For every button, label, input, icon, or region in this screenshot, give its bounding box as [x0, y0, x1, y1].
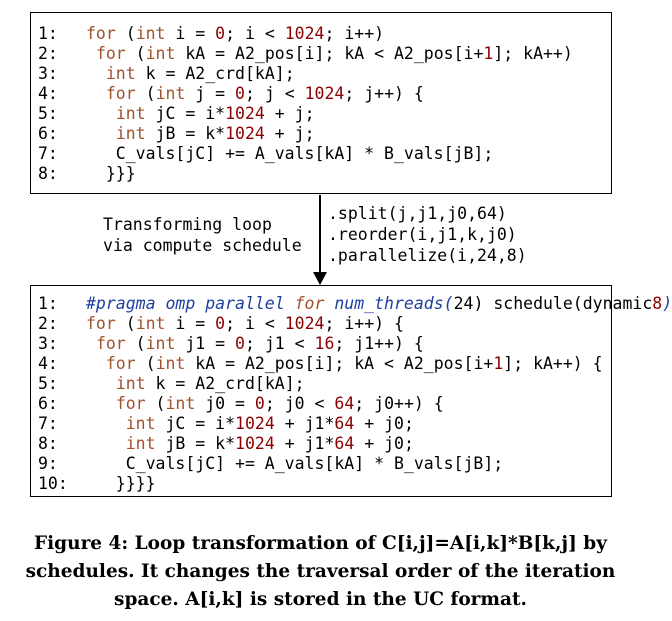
- code-before-line-number: 2:: [38, 44, 58, 63]
- code-after-box: [30, 285, 612, 497]
- code-before-line-code: int jB = k*1024 + j;: [115, 124, 315, 143]
- code-after-line-code: #pragma omp parallel for num_threads(24)…: [86, 294, 672, 313]
- code-before-line-code: C_vals[jC] += A_vals[kA] * B_vals[jB];: [86, 144, 494, 163]
- code-after-line-code: C_vals[jC] += A_vals[kA] * B_vals[jB];: [86, 454, 504, 473]
- code-after-line-code: int jB = k*1024 + j1*64 + j0;: [125, 434, 414, 453]
- code-after-line-code: for (int kA = A2_pos[i]; kA < A2_pos[i+1…: [105, 354, 603, 373]
- code-before-line-code: int k = A2_crd[kA];: [105, 64, 295, 83]
- code-after-line-number: 4:: [38, 354, 58, 373]
- code-after-line-number: 5:: [38, 374, 58, 393]
- code-after-line-number: 6:: [38, 394, 58, 413]
- code-after-line-number: 3:: [38, 334, 58, 353]
- code-after-line-code: }}}}: [86, 474, 156, 493]
- code-after-line-number: 2:: [38, 314, 58, 333]
- code-after-line-code: int jC = i*1024 + j1*64 + j0;: [125, 414, 414, 433]
- code-after-line-code: int k = A2_crd[kA];: [115, 374, 305, 393]
- schedule-item: .parallelize(i,24,8): [328, 246, 527, 265]
- code-before-box: [30, 12, 612, 194]
- transform-label-line1: Transforming loop: [103, 215, 272, 234]
- schedule-item: .reorder(i,j1,k,j0): [328, 225, 517, 244]
- figure-caption: Figure 4: Loop transformation of C[i,j]=…: [25, 533, 616, 610]
- code-before-line-code: for (int i = 0; i < 1024; i++): [86, 24, 385, 43]
- code-before-line-code: int jC = i*1024 + j;: [115, 104, 315, 123]
- code-after-line-number: 7:: [38, 414, 58, 433]
- code-before-line-number: 6:: [38, 124, 58, 143]
- code-before-line-number: 5:: [38, 104, 58, 123]
- code-after-line-number: 8:: [38, 434, 58, 453]
- code-after-line-number: 1:: [38, 294, 58, 313]
- code-after-line-number: 10:: [38, 474, 68, 493]
- code-after-line-code: for (int i = 0; i < 1024; i++) {: [86, 314, 404, 333]
- code-before-line-number: 1:: [38, 24, 58, 43]
- code-after-line-code: for (int j0 = 0; j0 < 64; j0++) {: [115, 394, 444, 413]
- code-after-line-number: 9:: [38, 454, 58, 473]
- code-before-line-code: for (int kA = A2_pos[i]; kA < A2_pos[i+1…: [95, 44, 573, 63]
- schedule-item: .split(j,j1,j0,64): [328, 204, 507, 223]
- code-before-line-number: 7:: [38, 144, 58, 163]
- arrow-shaft: [319, 195, 321, 273]
- code-before-line-number: 3:: [38, 64, 58, 83]
- code-before-line-number: 4:: [38, 84, 58, 103]
- arrow-down-icon: [313, 272, 327, 285]
- code-before-line-code: for (int j = 0; j < 1024; j++) {: [105, 84, 424, 103]
- transform-label-line2: via compute schedule: [103, 236, 302, 255]
- code-after-line-code: for (int j1 = 0; j1 < 16; j1++) {: [95, 334, 424, 353]
- code-before-line-code: }}}: [86, 164, 136, 183]
- code-before-line-number: 8:: [38, 164, 58, 183]
